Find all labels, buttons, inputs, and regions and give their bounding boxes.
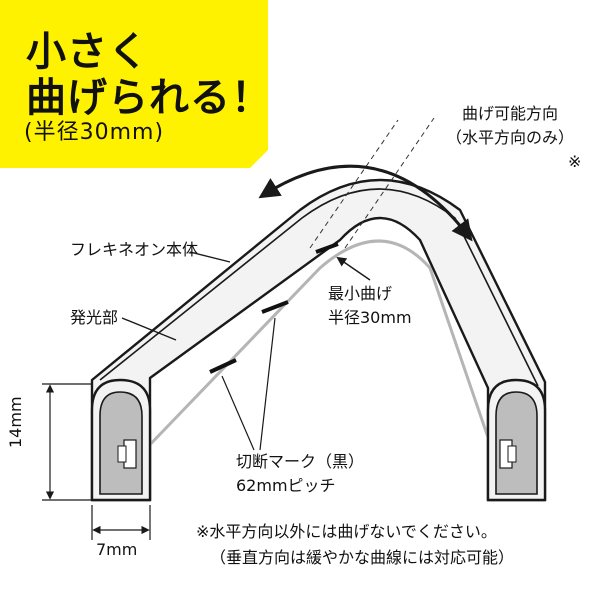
cut-mark	[315, 242, 339, 254]
cut-mark-label: 切断マーク（黒）	[236, 452, 365, 471]
bend-direction-note-mark: ※	[568, 152, 582, 171]
warning-subnote: （垂直方向は緩やかな曲線には対応可能）	[210, 548, 515, 567]
height-dimension	[42, 383, 92, 501]
right-end-section	[486, 378, 547, 502]
cut-pitch-label: 62mmピッチ	[236, 476, 336, 495]
leader-emitter	[121, 317, 177, 341]
headline-line1: 小さく	[26, 29, 149, 75]
warning-note: ※水平方向以外には曲げないでください。	[196, 522, 497, 541]
headline-badge	[0, 0, 268, 168]
leader-min-bend	[336, 256, 371, 281]
leader-cut-1	[221, 375, 255, 451]
bend-direction-sublabel: （水平方向のみ）	[446, 128, 575, 147]
left-end-section	[90, 378, 152, 502]
bend-direction-arrow	[258, 164, 473, 242]
cut-mark	[261, 300, 289, 314]
cut-mark	[209, 358, 237, 374]
leader-cut-2	[259, 317, 276, 451]
bend-direction-label: 曲げ可能方向	[462, 104, 559, 123]
min-bend-label: 最小曲げ	[328, 284, 393, 303]
headline-line3: (半径30mm)	[24, 120, 165, 145]
height-dimension-label: 14mm	[6, 396, 25, 448]
leader-body	[189, 251, 231, 263]
min-bend-radius-label: 半径30mm	[328, 308, 412, 327]
headline-line2: 曲げられる！	[26, 75, 272, 121]
width-dimension-label: 7mm	[96, 540, 138, 559]
width-dimension	[91, 505, 151, 540]
badge-background	[0, 0, 268, 168]
emitter-label: 発光部	[70, 308, 119, 327]
neon-body-label: フレキネオン本体	[70, 240, 199, 259]
bend-guide-dashed	[309, 119, 399, 249]
